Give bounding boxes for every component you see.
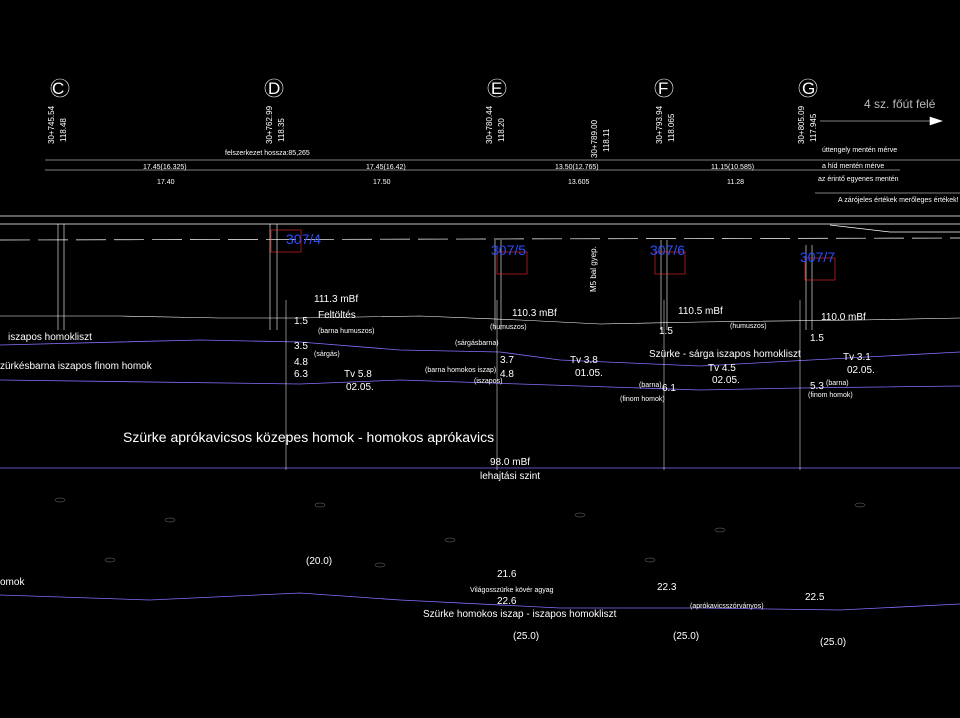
borehole-id-7: 307/7	[800, 249, 836, 265]
b4-d3: 4.8	[294, 357, 308, 368]
span-skew-4: 11.15(10.585)	[711, 164, 755, 171]
bottom-d216: 21.6	[497, 569, 517, 580]
note: A zárójeles értékek merőleges értékek!	[838, 197, 959, 204]
span-straight-3: 13.605	[568, 179, 590, 186]
m5-label: M5 bal gyep.	[589, 246, 598, 292]
b7-tv: Tv 3.1	[843, 352, 871, 363]
elevation-g: 117.945	[809, 113, 818, 142]
span-skew-1: 17.45(16.325)	[143, 164, 187, 171]
b4-d1: 1.5	[294, 316, 308, 327]
station-d: 30+762.99	[265, 105, 274, 144]
bottom-gravelly: (aprókavicsszórványos)	[690, 603, 764, 610]
b6-sub: (humuszos)	[730, 323, 767, 330]
piers	[57, 224, 813, 330]
bottom-silt: Szürke homokos iszap - iszapos homoklisz…	[423, 609, 617, 620]
b5-sub: (humuszos)	[490, 324, 527, 331]
left-layer-3: omok	[0, 577, 25, 588]
b4-sub2: (sárgás)	[314, 351, 340, 358]
elevation-d: 118.35	[277, 118, 286, 142]
legend-tangent: az érintő egyenes mentén	[818, 176, 899, 183]
legend-axis: úttengely mentén mérve	[822, 147, 898, 154]
b6-d2: 6.1	[662, 383, 676, 394]
station-mid: 30+789.00	[590, 119, 599, 158]
elevation-f: 118.065	[667, 113, 676, 142]
direction-label: 4 sz. főút felé	[864, 97, 936, 111]
bridge-deck	[0, 215, 960, 241]
b6-sub3: (finom homok)	[620, 396, 665, 403]
axis-markers	[50, 78, 818, 98]
borehole-id-5: 307/5	[491, 242, 527, 258]
lowering-label: lehajtási szint	[480, 471, 541, 482]
b6-sub2: (barna)	[639, 382, 662, 389]
b5-sub2: (sárgásbarna)	[455, 340, 499, 347]
b5-tv: Tv 3.8	[570, 355, 598, 366]
left-layer-2: zürkésbarna iszapos finom homok	[0, 361, 152, 372]
b7-date: 02.05.	[847, 365, 875, 376]
b4-date: 02.05.	[346, 382, 374, 393]
b5-elev: 110.3 mBf	[512, 308, 557, 319]
bottom-d225: 22.5	[805, 592, 825, 603]
elevation-e: 118.20	[497, 118, 506, 142]
b6-elev: 110.5 mBf	[678, 306, 723, 317]
left-layer-1: iszapos homokliszt	[8, 332, 92, 343]
span-skew-2: 17.45(16.42)	[366, 164, 406, 171]
span-straight-1: 17.40	[157, 179, 175, 186]
bottom-d223: 22.3	[657, 582, 677, 593]
bottom-clay: Világosszürke kövér agyag	[470, 587, 554, 594]
span-skew-3: 13.50(12.765)	[555, 164, 599, 171]
borehole-id-6: 307/6	[650, 242, 686, 258]
b5-sub4: (iszapos)	[474, 378, 503, 385]
b7-sub: (barna)	[826, 380, 849, 387]
b4-d2: 3.5	[294, 341, 308, 352]
b4-elev: 111.3 mBf	[314, 294, 359, 305]
axis-letter-c: C	[52, 79, 65, 98]
bottom-d25c: (25.0)	[820, 637, 847, 648]
station-c: 30+745.54	[47, 105, 56, 144]
b4-d4: 6.3	[294, 369, 308, 380]
b4-sub: (barna humuszos)	[318, 328, 375, 335]
bottom-d226: 22.6	[497, 596, 517, 607]
b5-d1: 3.7	[500, 355, 514, 366]
borehole-columns	[270, 229, 836, 281]
dimension-lines	[45, 116, 960, 194]
span-total: felszerkezet hossza:85,265	[225, 150, 310, 157]
span-straight-2: 17.50	[373, 179, 391, 186]
ground-surface	[0, 315, 960, 325]
station-g: 30+805.09	[797, 105, 806, 144]
axis-letter-e: E	[491, 79, 503, 98]
b6-date: 02.05.	[712, 375, 740, 386]
bottom-d25a: (25.0)	[513, 631, 540, 642]
axis-letter-f: F	[658, 79, 669, 98]
legend-bridge: a híd mentén mérve	[822, 163, 885, 170]
borehole-lines	[285, 300, 801, 470]
station-e: 30+780.44	[485, 105, 494, 144]
b7-d1: 1.5	[810, 333, 824, 344]
gravel-layer-label: Szürke aprókavicsos közepes homok - homo…	[123, 429, 495, 445]
gravel-symbols	[54, 497, 866, 568]
b7-sub2: (finom homok)	[808, 392, 853, 399]
bottom-d25b: (25.0)	[673, 631, 700, 642]
b4-tv: Tv 5.8	[344, 369, 372, 380]
b6-layer: Szürke - sárga iszapos homokliszt	[649, 349, 801, 360]
b6-tv: Tv 4.5	[708, 363, 736, 374]
b5-date: 01.05.	[575, 368, 603, 379]
elevation-c: 118.48	[59, 118, 68, 142]
b5-sub3: (barna homokos iszap)	[425, 367, 497, 374]
b7-d2: 5.3	[810, 381, 824, 392]
axis-letter-d: D	[268, 79, 281, 98]
station-f: 30+793.94	[655, 105, 664, 144]
b7-elev: 110.0 mBf	[821, 312, 866, 323]
elevation-mid: 118.11	[602, 128, 611, 152]
b6-d1: 1.5	[659, 326, 673, 337]
span-straight-4: 11.28	[727, 179, 744, 186]
axis-letter-g: G	[802, 79, 816, 98]
b4-title: Feltöltés	[318, 310, 356, 321]
bottom-d20: (20.0)	[306, 556, 333, 567]
b5-d2: 4.8	[500, 369, 514, 380]
lowering-level: 98.0 mBf	[490, 457, 531, 468]
borehole-id-4: 307/4	[286, 231, 322, 247]
